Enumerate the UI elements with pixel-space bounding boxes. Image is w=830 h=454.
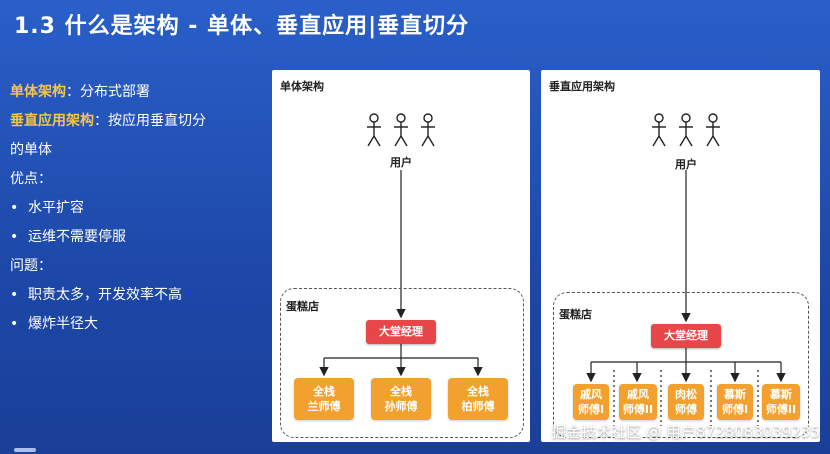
vertical-text-cont: 的单体 bbox=[10, 142, 52, 158]
worker-box: 戚风师傅II bbox=[619, 384, 657, 420]
user-label: 用户 bbox=[675, 158, 697, 171]
bullet-icon: • bbox=[10, 200, 19, 216]
monolith-label: 单体架构 bbox=[10, 84, 66, 100]
worker-box: 慕斯师傅II bbox=[762, 384, 800, 420]
lobby-manager-box: 大堂经理 bbox=[651, 324, 721, 348]
manager-to-workers-arrows bbox=[319, 344, 483, 377]
bullet-icon: • bbox=[10, 229, 19, 245]
worker-box: 肉松师傅 bbox=[668, 384, 704, 420]
worker-box: 慕斯师傅I bbox=[717, 384, 753, 420]
monolith-text: ：分布式部署 bbox=[66, 84, 150, 100]
manager-to-workers-arrows bbox=[586, 348, 786, 383]
vertical-split-lines bbox=[613, 370, 759, 426]
user-label: 用户 bbox=[390, 156, 412, 169]
user-figures-icon bbox=[367, 113, 435, 147]
worker-box: 戚风师傅I bbox=[573, 384, 609, 420]
cons-title: 问题： bbox=[10, 258, 52, 274]
vertical-text: ：按应用垂直切分 bbox=[94, 113, 206, 129]
worker-box: 全栈柏师傅 bbox=[448, 378, 508, 420]
cons-item: •职责太多，开发效率不高 bbox=[10, 281, 260, 310]
cake-shop-boundary bbox=[280, 288, 524, 438]
left-text-panel: 单体架构：分布式部署 垂直应用架构：按应用垂直切分 的单体 优点： •水平扩容 … bbox=[10, 78, 260, 339]
vertical-definition: 垂直应用架构：按应用垂直切分 bbox=[10, 107, 260, 136]
cake-shop-boundary bbox=[553, 292, 809, 438]
bullet-icon: • bbox=[10, 287, 19, 303]
vertical-diagram-title: 垂直应用架构 bbox=[549, 80, 615, 93]
slide-title: 1.3 什么是架构 - 单体、垂直应用|垂直切分 bbox=[14, 14, 470, 39]
cake-shop-label: 蛋糕店 bbox=[286, 300, 319, 313]
monolith-definition: 单体架构：分布式部署 bbox=[10, 78, 260, 107]
vertical-label: 垂直应用架构 bbox=[10, 113, 94, 129]
monolith-diagram-wires bbox=[319, 113, 483, 377]
watermark: 掘金技术社区 @ 用户8728083039235 bbox=[551, 423, 820, 441]
monolith-diagram-panel: 单体架构 用户 蛋糕店 大堂经理 全栈兰师傅 全栈孙师傅 全栈 bbox=[272, 70, 530, 442]
vertical-diagram-panel: 垂直应用架构 bbox=[541, 70, 820, 442]
monolith-diagram-title: 单体架构 bbox=[280, 80, 324, 93]
user-figures-icon bbox=[652, 113, 720, 147]
worker-box: 全栈孙师傅 bbox=[371, 378, 431, 420]
pros-title: 优点： bbox=[10, 171, 52, 187]
slide-progress-indicator bbox=[14, 448, 36, 452]
cons-item: •爆炸半径大 bbox=[10, 310, 260, 339]
vertical-diagram-wires bbox=[586, 113, 786, 426]
worker-box: 全栈兰师傅 bbox=[294, 378, 354, 420]
lobby-manager-box: 大堂经理 bbox=[366, 320, 436, 344]
bullet-icon: • bbox=[10, 316, 19, 332]
pros-item: •水平扩容 bbox=[10, 194, 260, 223]
pros-item: •运维不需要停服 bbox=[10, 223, 260, 252]
cake-shop-label: 蛋糕店 bbox=[559, 308, 592, 321]
